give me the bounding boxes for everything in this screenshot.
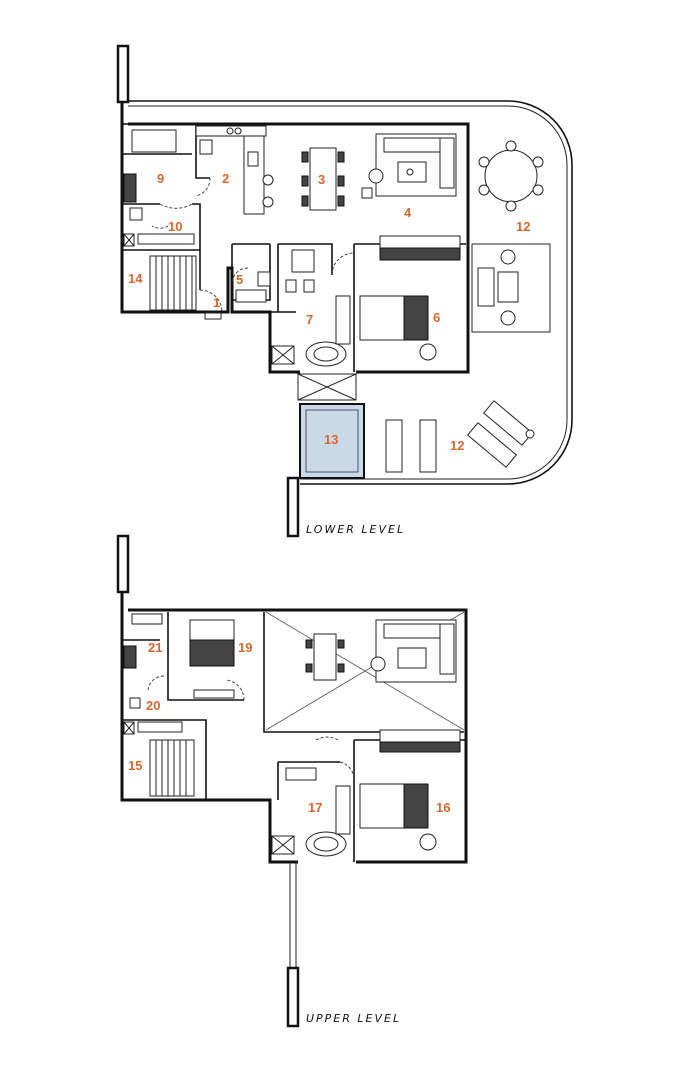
- lower-level-label: LOWER LEVEL: [306, 523, 405, 536]
- room-number-13: 13: [324, 432, 338, 447]
- room-number-5: 5: [236, 272, 243, 287]
- room-number-3: 3: [318, 172, 325, 187]
- stairs-lower: [149, 255, 197, 311]
- room-number-20: 20: [146, 698, 160, 713]
- sun-loungers: [385, 400, 535, 473]
- room-number-9: 9: [157, 171, 164, 186]
- room-number-10: 10: [168, 219, 182, 234]
- bedroom-lower: [359, 235, 461, 361]
- room-number-2: 2: [222, 171, 229, 186]
- lower-level-plan: 1 2 3 4 5 6 7 9 10 12 12 13 14 LOWER LEV…: [116, 44, 573, 538]
- room-number-1: 1: [213, 295, 220, 310]
- upper-level-plan: 15 16 17 19 20 21 UPPER LEVEL: [116, 534, 468, 1028]
- stairs-upper: [149, 739, 195, 797]
- room-number-12: 12: [516, 219, 530, 234]
- room-number-7: 7: [306, 312, 313, 327]
- room-number-12: 12: [450, 438, 464, 453]
- lift-shaft-lower: [297, 373, 357, 401]
- room-number-15: 15: [128, 758, 142, 773]
- room-number-4: 4: [404, 205, 412, 220]
- dining-table-lower: [301, 147, 345, 211]
- plunge-pool: [299, 403, 365, 479]
- bath-lower: [271, 249, 351, 367]
- room-number-16: 16: [436, 800, 450, 815]
- room-number-19: 19: [238, 640, 252, 655]
- room-number-21: 21: [148, 640, 162, 655]
- upper-level-label: UPPER LEVEL: [306, 1012, 401, 1025]
- room-number-6: 6: [433, 310, 440, 325]
- terrace-lounge: [471, 243, 551, 333]
- room-number-14: 14: [128, 271, 143, 286]
- living-sofa-lower: [361, 133, 457, 199]
- terrace-round-table: [478, 140, 544, 212]
- room-number-17: 17: [308, 800, 322, 815]
